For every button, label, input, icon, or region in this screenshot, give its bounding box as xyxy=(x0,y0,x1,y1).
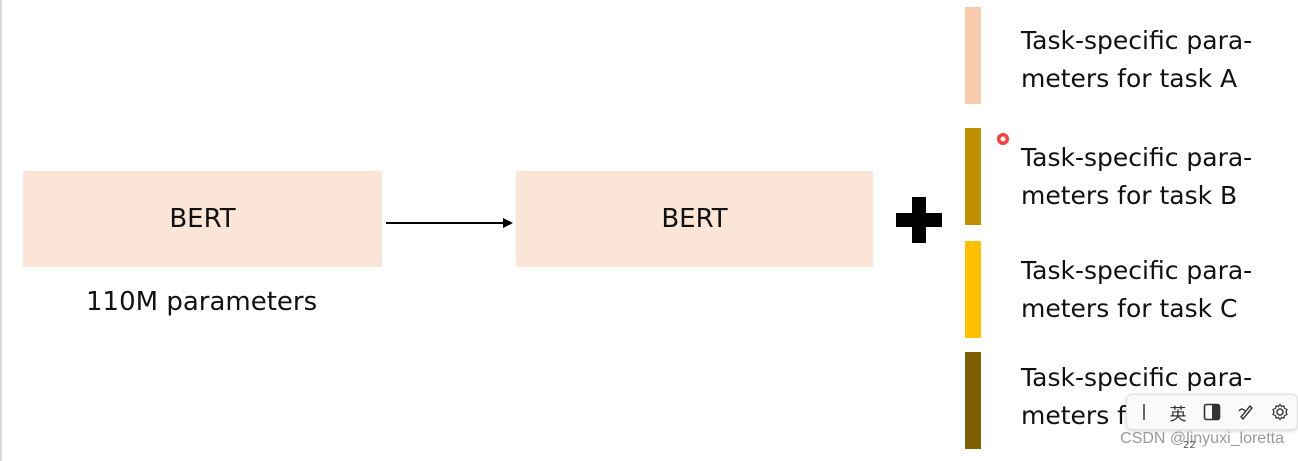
task-c-param-label: Task-specific para- meters for task C xyxy=(1021,256,1253,323)
watermark: CSDN @linyuxi_loretta xyxy=(1120,430,1284,448)
bert-finetuned-label: BERT xyxy=(661,204,728,234)
pointer-cursor-icon xyxy=(997,133,1009,145)
task-a-param-bar xyxy=(965,7,981,104)
bert-finetuned-box: BERT xyxy=(516,171,873,267)
grip-icon[interactable] xyxy=(1131,399,1157,425)
task-d-param-bar xyxy=(965,352,981,449)
slide-number: 22 xyxy=(1183,440,1196,451)
slide-left-border xyxy=(0,0,2,461)
watermark-text: CSDN @linyuxi_loretta xyxy=(1120,430,1284,447)
ime-toolbar[interactable]: 英 xyxy=(1126,394,1298,430)
arrow-icon xyxy=(386,218,513,228)
language-toggle-button[interactable]: 英 xyxy=(1169,404,1187,425)
task-a-param-label: Task-specific para- meters for task A xyxy=(1021,26,1253,93)
bert-base-label: BERT xyxy=(169,204,236,234)
bert-base-box: BERT xyxy=(23,171,382,267)
parameter-count-label: 110M parameters xyxy=(86,287,318,317)
task-d-param-label: Task-specific para- meters f xyxy=(1021,363,1253,430)
half-width-icon[interactable] xyxy=(1199,399,1225,425)
task-b-param-label: Task-specific para- meters for task B xyxy=(1021,143,1253,210)
handwriting-icon[interactable] xyxy=(1233,399,1259,425)
settings-icon[interactable] xyxy=(1267,399,1293,425)
plus-icon xyxy=(896,197,942,243)
task-c-param-bar xyxy=(965,241,981,338)
task-b-param-bar xyxy=(965,128,981,225)
